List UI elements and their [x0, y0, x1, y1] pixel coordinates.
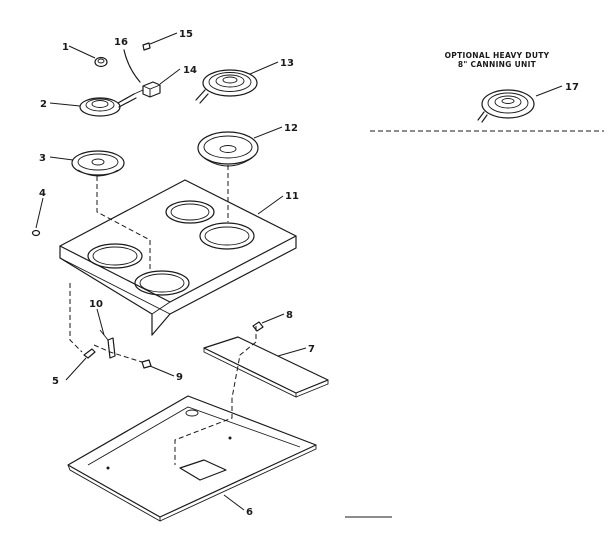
- part-16-wire: [123, 49, 141, 83]
- part-5-screw: [83, 348, 96, 359]
- part-1-knob: [94, 56, 108, 68]
- part-6-bottom-panel: [67, 395, 317, 522]
- part-7-cover-plate: [203, 336, 329, 398]
- part-10-bracket: [99, 329, 116, 359]
- part-8-screw: [252, 321, 264, 332]
- callout-7: 7: [308, 344, 315, 355]
- assembly-lines: [69, 165, 257, 465]
- callout-17: 17: [565, 82, 579, 93]
- callout-8: 8: [286, 310, 293, 321]
- callout-5: 5: [52, 376, 59, 387]
- optional-unit-caption-line1: OPTIONAL HEAVY DUTY: [445, 51, 550, 60]
- part-12-large-drip-pan: [197, 131, 259, 167]
- callout-10: 10: [89, 299, 103, 310]
- callout-11: 11: [285, 191, 299, 202]
- part-11-cooktop: [59, 179, 297, 336]
- callout-6: 6: [246, 507, 253, 518]
- callout-2: 2: [40, 99, 47, 110]
- part-2-small-surface-element: [79, 93, 137, 117]
- part-15-screw: [142, 42, 151, 51]
- callout-14: 14: [183, 65, 197, 76]
- part-3-small-drip-pan: [71, 150, 125, 177]
- part-17-canning-unit: [477, 89, 535, 123]
- callout-15: 15: [179, 29, 193, 40]
- callout-9: 9: [176, 372, 183, 383]
- part-13-large-surface-element: [195, 69, 258, 104]
- callout-16: 16: [114, 37, 128, 48]
- optional-unit-caption-line2: 8" CANNING UNIT: [458, 60, 537, 69]
- part-4-screw: [31, 229, 41, 237]
- callout-1: 1: [62, 42, 69, 53]
- leader-lines: [35, 32, 563, 511]
- callout-13: 13: [280, 58, 294, 69]
- callout-4: 4: [39, 188, 46, 199]
- part-9-screw: [141, 359, 152, 369]
- callout-3: 3: [39, 153, 46, 164]
- callout-12: 12: [284, 123, 298, 134]
- part-14-terminal-block: [133, 81, 161, 98]
